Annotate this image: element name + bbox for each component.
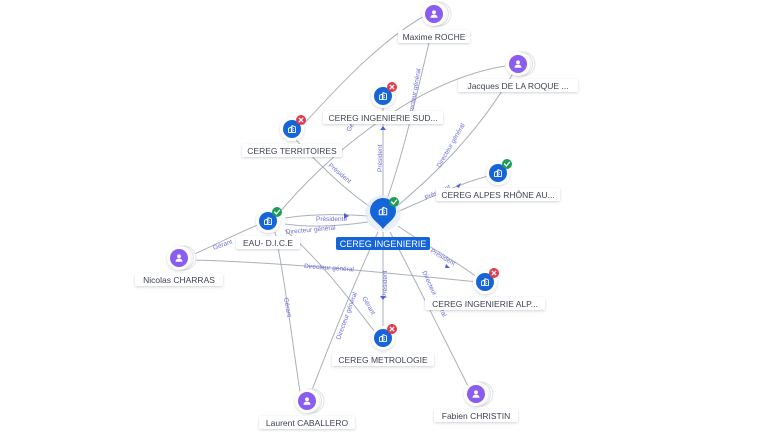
node-label: EAU- D.I.C.E: [243, 238, 293, 248]
node-label: CEREG INGENIERIE ALP...: [432, 299, 538, 309]
edge-eau-to-main-1: [284, 214, 369, 219]
person-node-maxime-roche[interactable]: Maxime ROCHE: [398, 1, 470, 43]
company-node-cereg-metrologie[interactable]: CEREG METROLOGIE: [332, 324, 434, 366]
person-node-fabien-christin[interactable]: Fabien CHRISTIN: [434, 381, 518, 422]
edge-label-gerant-laurent: Gérant: [282, 297, 292, 318]
edge-label-president-territoires: Président: [327, 162, 353, 185]
status-inactive-badge: [296, 115, 306, 125]
status-active-badge: [389, 197, 399, 207]
edge-label-gerant-nicolas: Gérant: [212, 238, 233, 251]
arrow-eau-main: [344, 213, 349, 219]
edge-nicolas-to-eau: [189, 223, 261, 257]
edges: [189, 13, 516, 393]
arrow-alpes: [456, 183, 461, 188]
edge-label-president-sud: Président: [377, 144, 384, 172]
status-inactive-badge: [387, 324, 397, 334]
company-node-cereg-alpes-rhone[interactable]: CEREG ALPES RHÔNE AU...: [436, 159, 560, 201]
status-inactive-badge: [489, 268, 499, 278]
arrow-alp: [445, 264, 450, 268]
edge-label-presidente-eau: Présidente: [316, 216, 347, 223]
node-label: Fabien CHRISTIN: [442, 411, 511, 421]
main-company-node[interactable]: CEREG INGENIERIE: [336, 195, 430, 250]
edge-label-gerant-metrologie: Gérant: [360, 296, 376, 317]
main-node-label: CEREG INGENIERIE: [340, 239, 427, 249]
node-label: Maxime ROCHE: [403, 32, 466, 42]
edge-arrows: [344, 126, 461, 300]
edge-label-dg-maxime: Directeur général: [407, 67, 423, 118]
node-label: CEREG ALPES RHÔNE AU...: [441, 190, 554, 200]
node-label: Laurent CABALLERO: [266, 418, 349, 428]
node-label: CEREG METROLOGIE: [338, 355, 428, 365]
status-active-badge: [272, 207, 282, 217]
company-node-cereg-ingenierie-sud[interactable]: CEREG INGENIERIE SUD...: [323, 82, 443, 124]
company-node-cereg-ingenierie-alp[interactable]: CEREG INGENIERIE ALP...: [425, 268, 545, 310]
edge-label-dg-jacques: Directeur général: [436, 122, 467, 169]
node-label: CEREG INGENIERIE SUD...: [328, 113, 437, 123]
person-node-laurent-caballero[interactable]: Laurent CABALLERO: [259, 388, 355, 429]
arrow-metrologie: [380, 296, 386, 300]
edge-label-dg-nicolas: Directeur général: [304, 263, 355, 273]
edge-nicolas-to-alp: [189, 259, 479, 283]
edge-eau-to-main-2: [284, 221, 369, 227]
status-active-badge: [502, 159, 512, 169]
edge-label-president-metrologie: Président: [382, 270, 389, 298]
node-label: CEREG TERRITOIRES: [247, 146, 337, 156]
edge-label-president-alp: Président: [429, 248, 456, 268]
person-node-nicolas-charras[interactable]: Nicolas CHARRAS: [135, 245, 223, 286]
node-label: Nicolas CHARRAS: [143, 275, 215, 285]
edge-label-dg-laurent: Directeur général: [335, 291, 359, 341]
arrow-sud: [380, 126, 386, 130]
company-node-cereg-territoires[interactable]: CEREG TERRITOIRES: [242, 115, 342, 157]
person-node-jacques-de-la-roque[interactable]: Jacques DE LA ROQUE ...: [458, 51, 578, 92]
company-node-eau-dice[interactable]: EAU- D.I.C.E: [236, 207, 300, 249]
node-label: Jacques DE LA ROQUE ...: [467, 81, 568, 91]
status-inactive-badge: [387, 82, 397, 92]
edge-maxime-to-territoires: [299, 13, 429, 129]
edge-label-dg-eau: Directeur général: [286, 225, 337, 236]
edge-laurent-to-eau: [274, 231, 301, 393]
edge-main-to-alp: [397, 225, 479, 279]
